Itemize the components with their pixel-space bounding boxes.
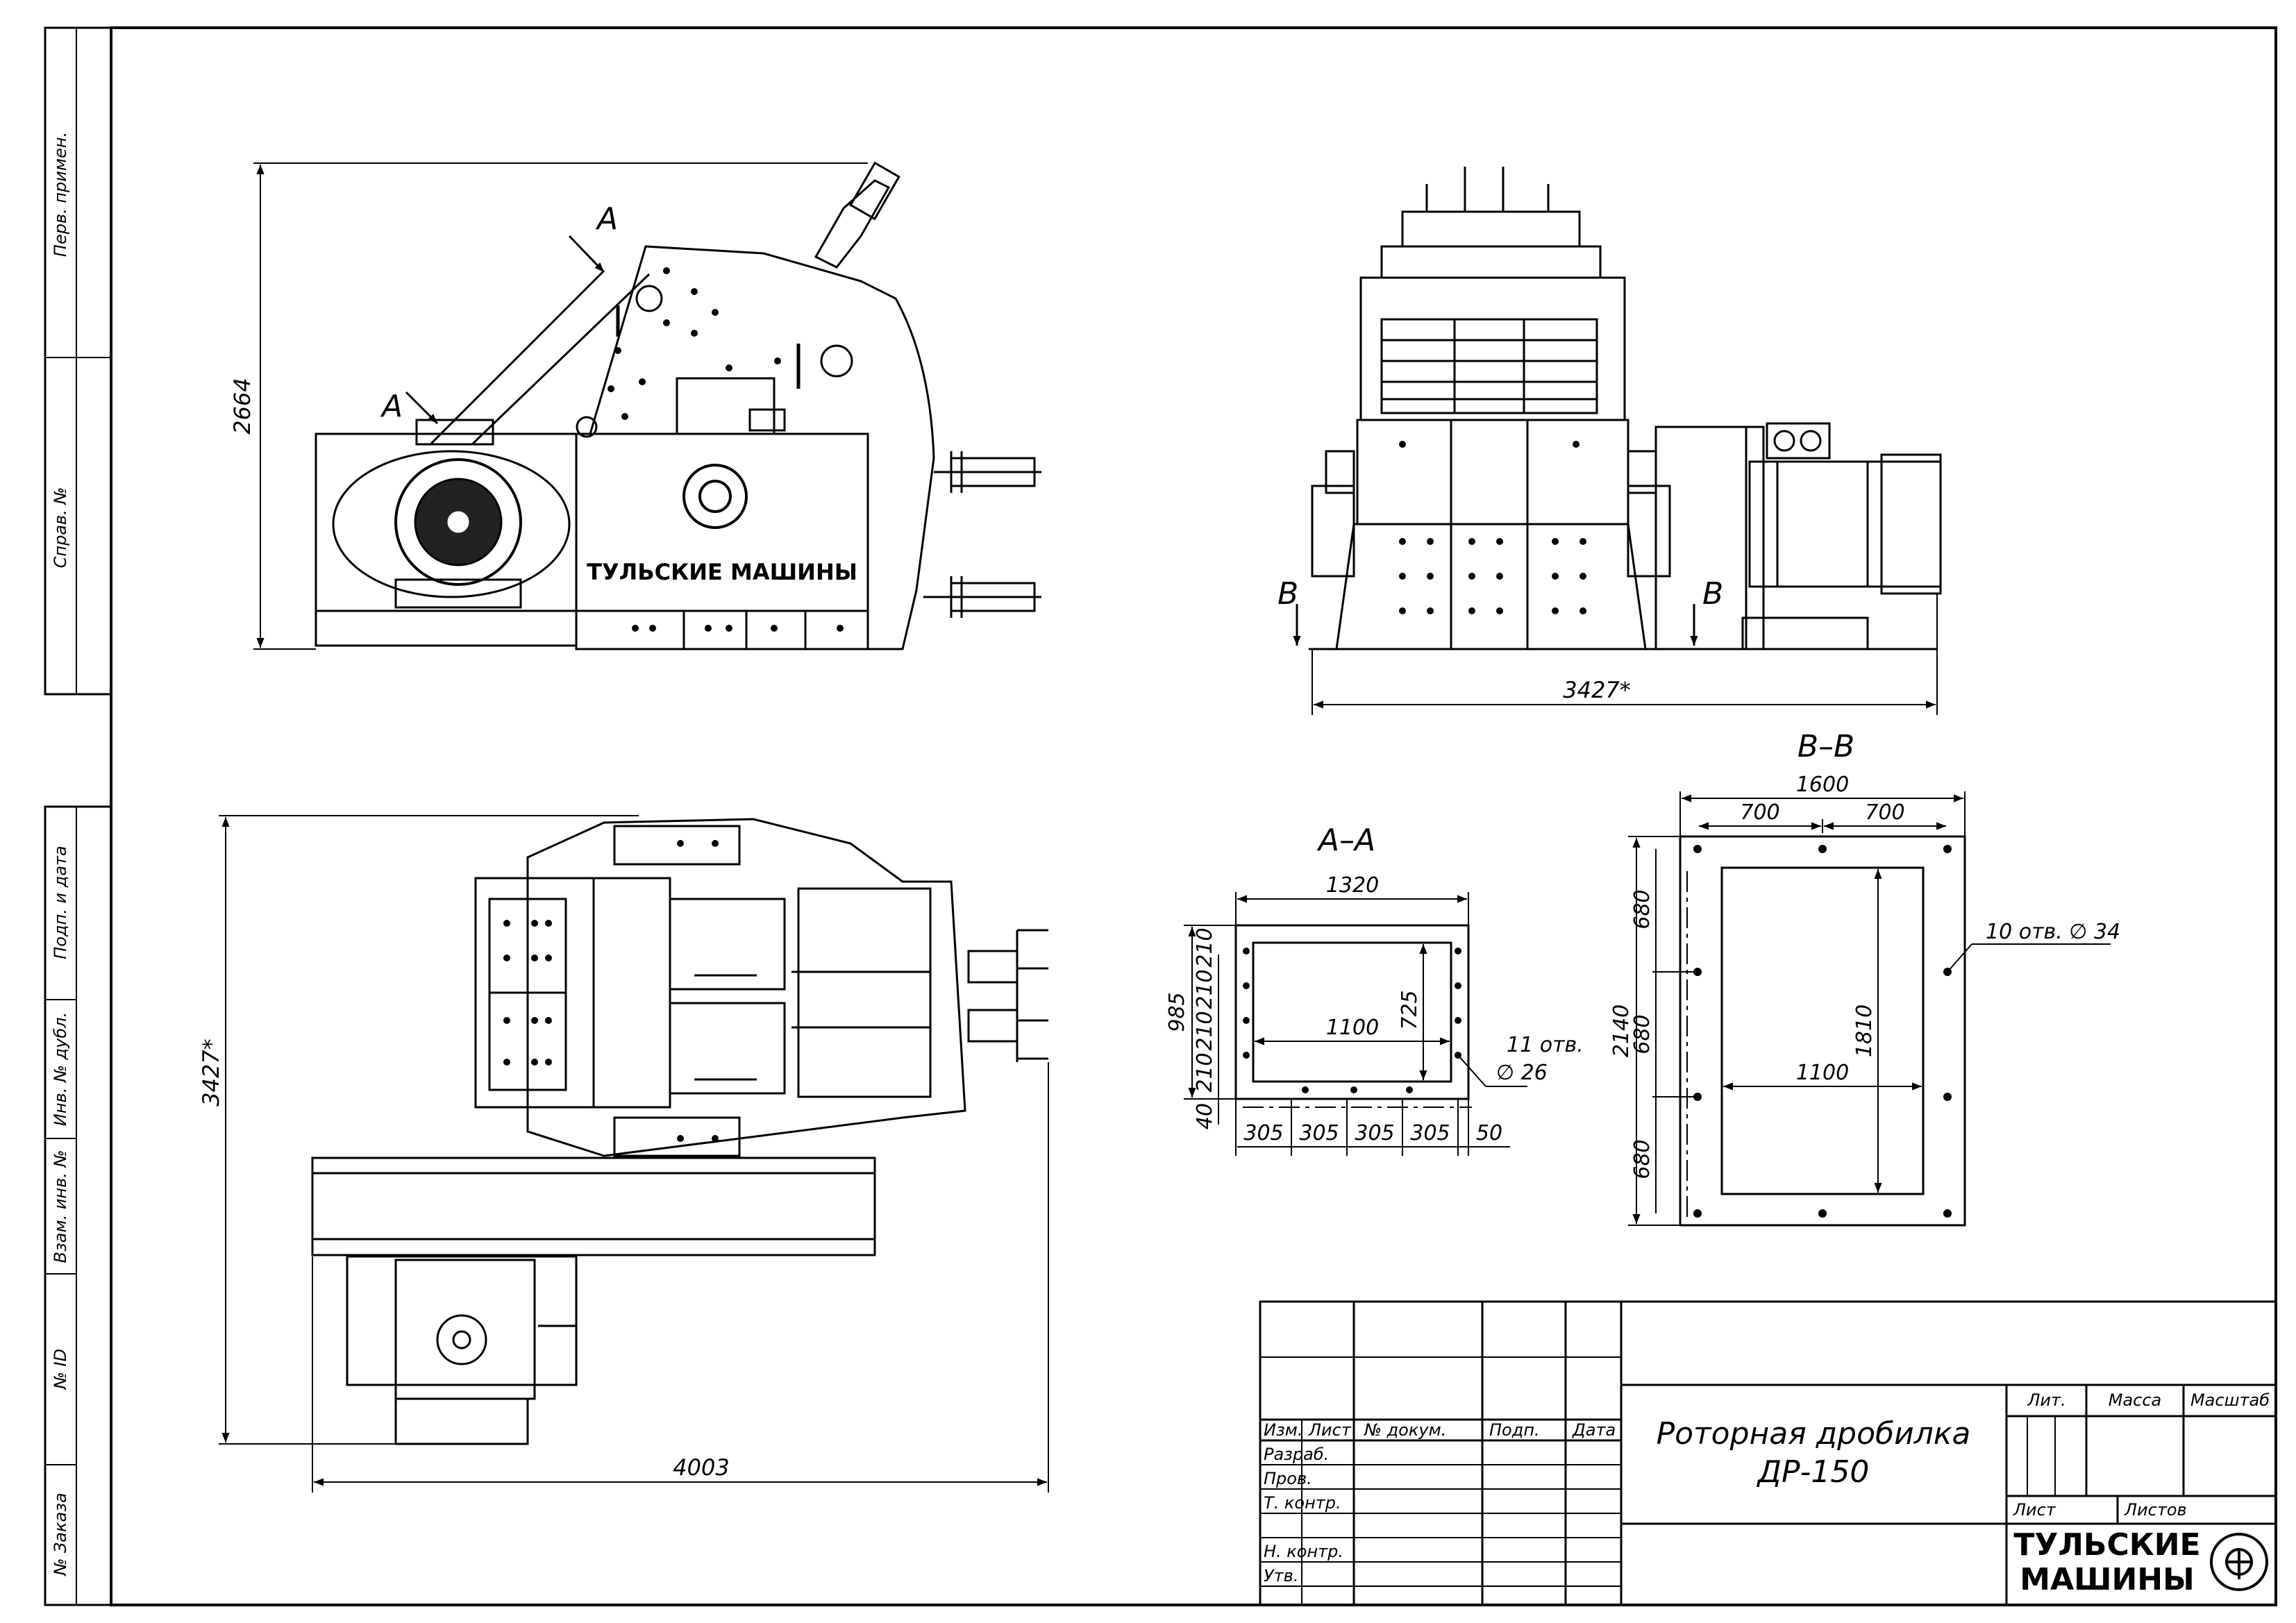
dim-front-width — [1312, 594, 1938, 715]
strip-label: Инв. № дубл. — [51, 1012, 70, 1126]
col-label: Подп. — [1489, 1420, 1540, 1440]
drawing-frame — [44, 26, 2277, 1606]
housing-logo — [682, 464, 748, 529]
company-logo — [2210, 1533, 2268, 1591]
lit-label: Лит. — [2027, 1390, 2065, 1410]
aa-v-step: 210 — [1193, 927, 1217, 967]
housing-caption: ТУЛЬСКИЕ МАШИНЫ — [587, 559, 857, 585]
section-a-label-lower: А — [380, 389, 403, 424]
aa-v-step: 210 — [1193, 969, 1217, 1009]
section-aa-title: А–А — [1316, 823, 1375, 858]
bb-holes-note: 10 отв. ∅ 34 — [1986, 920, 2120, 944]
strip-label: Справ. № — [51, 487, 70, 569]
bb-opening-height: 1810 — [1852, 1004, 1877, 1057]
aa-holes-dia: ∅ 26 — [1496, 1061, 1548, 1085]
motor-platform — [311, 1157, 876, 1256]
strip-label: Взам. инв. № — [51, 1150, 70, 1263]
crusher-housing — [575, 245, 935, 650]
motor-body — [332, 450, 571, 598]
company-name-line1: ТУЛЬСКИЕ — [2013, 1527, 2200, 1563]
bb-v-step: 680 — [1630, 1014, 1654, 1054]
section-b-arrows — [1293, 604, 1698, 646]
section-bb-dims — [1628, 791, 2111, 1226]
dim-side-height — [253, 162, 868, 650]
side-strip: Перв. примен. Справ. № Подп. и дата Инв.… — [51, 132, 70, 1577]
aa-opening-width: 1100 — [1326, 1016, 1379, 1040]
title-block-text: Изм. Лист № докум. Подп. Дата Разраб. Пр… — [1264, 1390, 2270, 1586]
drawing-title-line2: ДР-150 — [1757, 1454, 1870, 1490]
section-a-label-upper: А — [595, 201, 618, 237]
aa-width-total: 1320 — [1326, 873, 1379, 898]
row-label: Т. контр. — [1264, 1493, 1341, 1513]
bb-v-step: 680 — [1630, 889, 1654, 929]
aa-height-total: 985 — [1165, 992, 1189, 1032]
row-label: Утв. — [1264, 1566, 1298, 1586]
section-aa-dims — [1184, 892, 1527, 1156]
section-a-arrows — [405, 235, 605, 425]
dim-front-width-value: 3427* — [1563, 677, 1630, 703]
plan-view — [311, 818, 1048, 1445]
dim-plan-height-value: 3427* — [198, 1038, 224, 1106]
bb-v-step: 680 — [1630, 1139, 1654, 1179]
front-view — [1309, 167, 1942, 650]
row-label: Пров. — [1264, 1469, 1312, 1488]
bb-opening-width: 1100 — [1796, 1061, 1849, 1085]
col-label: Дата — [1572, 1420, 1616, 1440]
aa-h-end: 50 — [1476, 1121, 1502, 1145]
strip-label: № ID — [51, 1349, 70, 1390]
aa-v-bottom: 40 — [1193, 1103, 1217, 1129]
motor-fan — [394, 458, 522, 586]
col-label: Лист — [1308, 1420, 1352, 1440]
side-view — [315, 161, 1041, 650]
dim-plan-width — [312, 1062, 1049, 1492]
aa-h-step: 305 — [1355, 1121, 1394, 1145]
row-label: Н. контр. — [1264, 1542, 1343, 1561]
bb-top-step: 700 — [1865, 800, 1904, 825]
strip-label: Перв. примен. — [51, 132, 70, 257]
sheet-label: Лист — [2013, 1500, 2056, 1520]
drawing-title-line1: Роторная дробилка — [1657, 1416, 1971, 1452]
aa-h-step: 305 — [1410, 1121, 1450, 1145]
hydraulic-cylinder-lower — [923, 576, 1041, 618]
mass-label: Масса — [2109, 1390, 2162, 1410]
col-label: № докум. — [1363, 1420, 1446, 1440]
section-b-mark-left: В — [1277, 576, 1298, 612]
sheets-label: Листов — [2124, 1500, 2187, 1520]
col-label: Изм. — [1264, 1420, 1302, 1440]
section-bb-title: В–В — [1798, 729, 1854, 764]
scale-label: Масштаб — [2190, 1390, 2270, 1410]
bb-height-total: 2140 — [1609, 1004, 1634, 1057]
company-name-line2: МАШИНЫ — [2020, 1562, 2194, 1597]
aa-holes-note: 11 отв. — [1507, 1033, 1584, 1057]
strip-label: № Заказа — [51, 1492, 70, 1576]
dim-side-height-value: 2664 — [229, 378, 255, 434]
dim-plan-height — [219, 815, 639, 1445]
bb-width-total: 1600 — [1796, 773, 1849, 797]
aa-v-step: 210 — [1193, 1011, 1217, 1050]
section-aa-drawing — [1234, 924, 1472, 1108]
bb-top-step: 700 — [1740, 800, 1779, 825]
aa-v-step: 210 — [1193, 1052, 1217, 1092]
section-bb-drawing — [1679, 835, 1966, 1227]
hydraulic-cylinder-upper — [934, 451, 1041, 493]
section-b-mark-right: В — [1702, 576, 1723, 612]
aa-h-step: 305 — [1243, 1121, 1283, 1145]
strip-label: Подп. и дата — [51, 846, 70, 959]
aa-opening-height: 725 — [1398, 990, 1422, 1029]
row-label: Разраб. — [1264, 1445, 1329, 1464]
aa-h-step: 305 — [1299, 1121, 1339, 1145]
title-block — [1259, 1300, 2277, 1606]
dim-plan-width-value: 4003 — [673, 1454, 729, 1481]
